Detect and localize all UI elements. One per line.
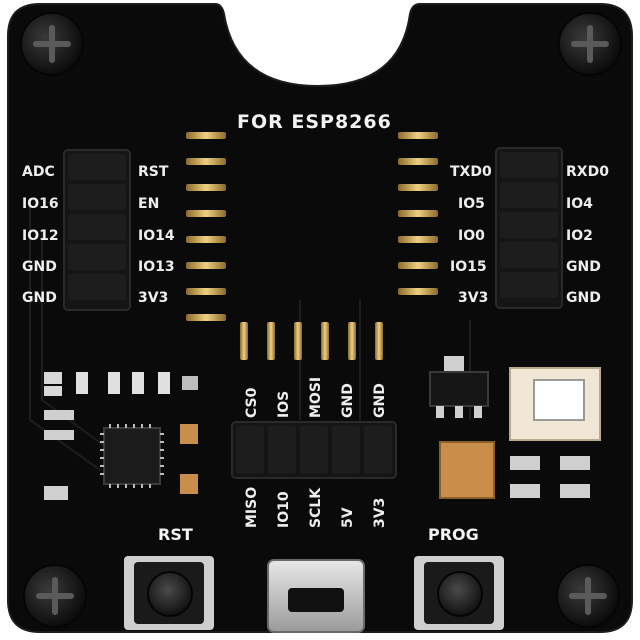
right-inner-label: IO5 — [458, 196, 485, 212]
left-inner-label: EN — [138, 196, 159, 212]
left-inner-label: IO14 — [138, 228, 175, 244]
prog-button-label: PROG — [428, 525, 479, 544]
spi-bottom-label: MISO — [244, 487, 260, 528]
pin-header-icon — [495, 147, 563, 309]
right-outer-label: GND — [566, 290, 601, 306]
spi-top-label: CS0 — [244, 387, 260, 418]
screw-icon — [558, 12, 622, 76]
ic-chip-icon — [100, 424, 164, 488]
right-outer-label: GND — [566, 259, 601, 275]
smd-resistors — [44, 372, 198, 500]
spi-bottom-label: IO10 — [276, 491, 292, 528]
spi-bottom-label: SCLK — [308, 487, 324, 528]
socket-pins-left — [186, 132, 226, 321]
socket-pins-right — [398, 132, 438, 295]
smd-leds — [510, 456, 590, 498]
pcb-traces — [29, 200, 471, 471]
right-inner-label: IO0 — [458, 228, 485, 244]
spi-bottom-label: 3V3 — [372, 498, 388, 528]
left-outer-label: IO12 — [22, 228, 59, 244]
spi-top-label: MOSI — [308, 377, 324, 418]
screw-icon — [20, 12, 84, 76]
right-inner-label: IO15 — [450, 259, 487, 275]
tactile-button-icon — [147, 571, 193, 617]
tactile-button-icon — [437, 571, 483, 617]
pin-header-icon — [63, 149, 131, 311]
right-outer-label: IO2 — [566, 228, 593, 244]
micro-usb-icon — [267, 559, 365, 633]
pin-header-icon — [231, 421, 397, 479]
switch-icon[interactable] — [509, 367, 601, 441]
board-title: FOR ESP8266 — [237, 111, 392, 133]
screw-icon — [23, 564, 87, 628]
right-inner-label: 3V3 — [458, 290, 488, 306]
smd-capacitors — [180, 424, 198, 494]
left-inner-label: RST — [138, 164, 169, 180]
spi-bottom-label: 5V — [340, 507, 356, 528]
right-outer-label: RXD0 — [566, 164, 609, 180]
voltage-regulator — [429, 356, 489, 418]
left-outer-label: ADC — [22, 164, 55, 180]
rst-button-label: RST — [158, 525, 193, 544]
left-inner-label: 3V3 — [138, 290, 168, 306]
left-outer-label: GND — [22, 290, 57, 306]
left-outer-label: GND — [22, 259, 57, 275]
spi-top-label: GND — [372, 383, 388, 418]
left-inner-label: IO13 — [138, 259, 175, 275]
prog-button[interactable] — [414, 556, 504, 630]
left-outer-label: IO16 — [22, 196, 59, 212]
screw-icon — [556, 564, 620, 628]
spi-top-label: GND — [340, 383, 356, 418]
spi-top-label: IOS — [276, 391, 292, 418]
pcb-outline — [7, 3, 633, 633]
right-outer-label: IO4 — [566, 196, 593, 212]
rst-button[interactable] — [124, 556, 214, 630]
socket-pins-bottom — [240, 322, 383, 360]
tantalum-capacitor — [439, 441, 495, 499]
right-inner-label: TXD0 — [450, 164, 492, 180]
